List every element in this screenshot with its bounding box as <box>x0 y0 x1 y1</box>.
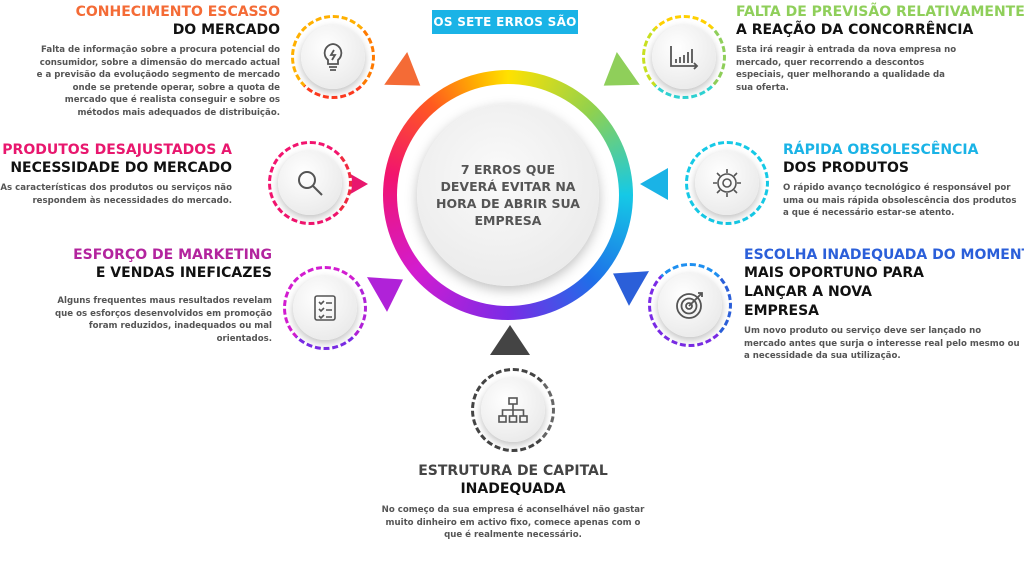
magnifier-icon <box>298 171 323 196</box>
error-1: CONHECIMENTO ESCASSO DO MERCADO Falta de… <box>0 3 280 119</box>
gear-icon <box>713 169 741 197</box>
node-1 <box>291 15 375 99</box>
error-6-text: Um novo produto ou serviço deve ser lanç… <box>744 326 1020 361</box>
node-6 <box>648 263 732 347</box>
error-3: PRODUTOS DESAJUSTADOS A NECESSIDADE DO M… <box>0 141 232 207</box>
node-5 <box>283 266 367 350</box>
arrow-5 <box>367 262 413 312</box>
node-7 <box>471 368 555 452</box>
error-4-title: RÁPIDA OBSOLESCÊNCIA <box>783 142 979 158</box>
node-3 <box>268 141 352 225</box>
error-1-text: Falta de informação sobre a procura pote… <box>36 45 280 118</box>
error-7-text: No começo da sua empresa é aconselhável … <box>381 505 645 540</box>
error-3-text: As características dos produtos ou servi… <box>0 183 232 206</box>
title-badge: OS SETE ERROS SÃO <box>432 10 578 34</box>
error-5: ESFORÇO DE MARKETING E VENDAS INEFICAZES… <box>32 246 272 345</box>
arrow-1 <box>384 52 432 102</box>
arrow-2 <box>592 52 640 102</box>
lightbulb-icon <box>323 43 343 71</box>
error-3-subtitle: NECESSIDADE DO MERCADO <box>10 160 232 176</box>
org-chart-icon <box>498 397 528 423</box>
error-4: RÁPIDA OBSOLESCÊNCIA DOS PRODUTOS O rápi… <box>783 141 1018 220</box>
node-4 <box>685 141 769 225</box>
error-2-subtitle: A REAÇÃO DA CONCORRÊNCIA <box>736 22 974 38</box>
error-2: FALTA DE PREVISÃO RELATIVAMENTE A REAÇÃO… <box>736 3 1024 94</box>
error-6-subtitle: MAIS OPORTUNO PARA LANÇAR A NOVA EMPRESA <box>744 265 924 319</box>
error-5-title: ESFORÇO DE MARKETING <box>73 247 272 263</box>
error-7: ESTRUTURA DE CAPITAL INADEQUADA No começ… <box>378 462 648 542</box>
error-4-text: O rápido avanço tecnológico é responsáve… <box>783 183 1017 218</box>
checklist-icon <box>314 295 336 321</box>
target-icon <box>676 292 703 319</box>
error-3-title: PRODUTOS DESAJUSTADOS A <box>2 142 232 158</box>
node-2 <box>642 15 726 99</box>
error-4-subtitle: DOS PRODUTOS <box>783 160 909 176</box>
error-2-title: FALTA DE PREVISÃO RELATIVAMENTE <box>736 4 1024 20</box>
error-7-title: ESTRUTURA DE CAPITAL <box>418 463 608 479</box>
error-5-subtitle: E VENDAS INEFICAZES <box>95 265 272 281</box>
error-6: ESCOLHA INADEQUADA DO MOMENTO MAIS OPORT… <box>744 246 1024 363</box>
error-1-subtitle: DO MERCADO <box>172 22 280 38</box>
arrow-4 <box>640 168 668 200</box>
error-2-text: Esta irá reagir à entrada da nova empres… <box>736 45 957 93</box>
error-5-text: Alguns frequentes maus resultados revela… <box>55 296 272 344</box>
bar-chart-icon <box>670 46 699 70</box>
error-6-title: ESCOLHA INADEQUADA DO MOMENTO <box>744 247 1024 263</box>
center-text: 7 ERROS QUE DEVERÁ EVITAR NA HORA DE ABR… <box>436 162 580 228</box>
arrow-7 <box>490 325 530 355</box>
error-1-title: CONHECIMENTO ESCASSO <box>75 4 280 20</box>
error-7-subtitle: INADEQUADA <box>460 481 566 497</box>
center-circle: 7 ERROS QUE DEVERÁ EVITAR NA HORA DE ABR… <box>417 104 599 286</box>
